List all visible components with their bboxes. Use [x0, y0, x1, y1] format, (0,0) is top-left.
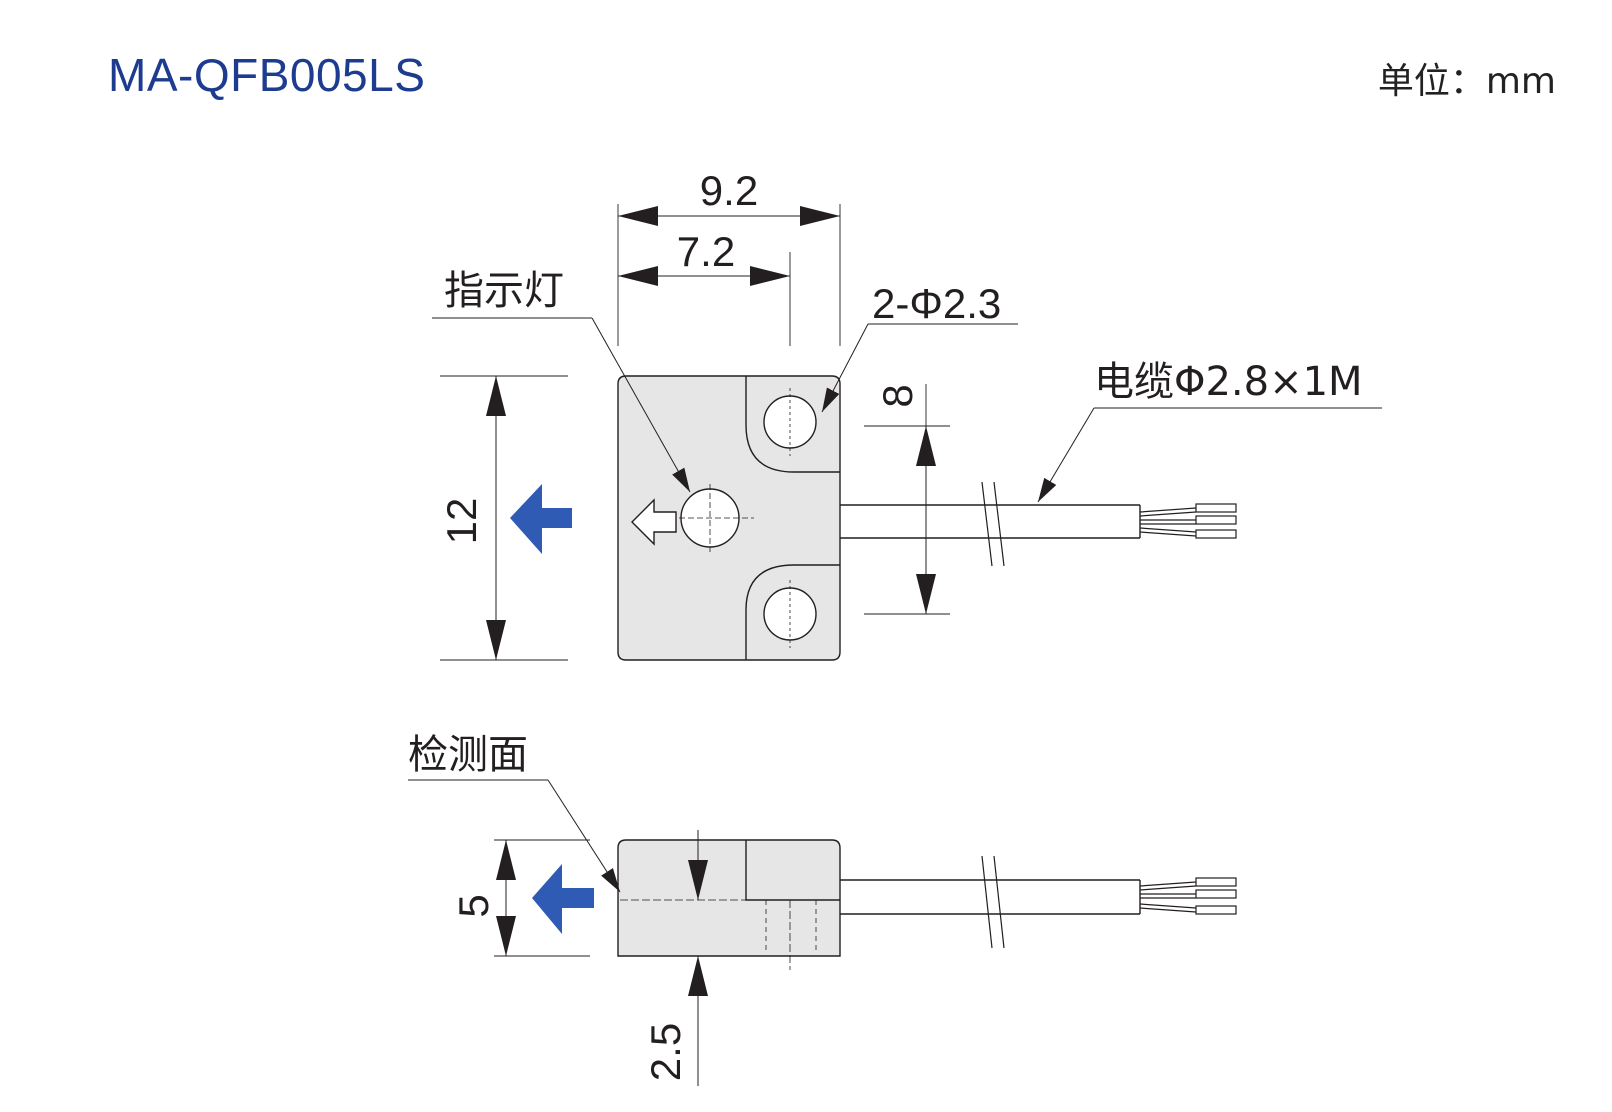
arrow-left-outline-icon: [631, 498, 677, 546]
cable-wires-side: [1139, 877, 1237, 915]
sensor-body-side: [617, 839, 841, 957]
label-mount-holes: 2-Φ2.3: [872, 280, 1001, 327]
model-title: MA-QFB005LS: [108, 49, 426, 101]
lower-tab-edge: [745, 564, 840, 660]
cable-wires-top: [1139, 503, 1237, 539]
label-sensing-face: 检测面: [408, 732, 528, 778]
unit-label: 单位：mm: [1377, 61, 1556, 102]
dim-hole-spacing-x: 7.2: [677, 228, 735, 275]
mount-hole-lower: [763, 587, 817, 641]
arrow-left-icon: [532, 864, 594, 934]
dim-height: 12: [438, 498, 485, 545]
label-indicator: 指示灯: [444, 268, 564, 314]
dim-thickness: 5: [450, 894, 497, 917]
mount-hole-upper: [763, 395, 817, 449]
label-cable: 电缆Φ2.8×1M: [1094, 359, 1363, 405]
top-view: 9.2 7.2 12 8 指示灯 2-Φ2.3 电缆Φ2.8×1M: [432, 167, 1382, 661]
dim-overall-width: 9.2: [700, 167, 758, 214]
dim-sensing-depth: 2.5: [642, 1023, 689, 1081]
arrow-left-icon: [510, 484, 572, 554]
side-view: 5 2.5 检测面: [408, 732, 1237, 1086]
dim-hole-pitch: 8: [874, 384, 921, 407]
upper-tab-edge: [745, 376, 840, 473]
